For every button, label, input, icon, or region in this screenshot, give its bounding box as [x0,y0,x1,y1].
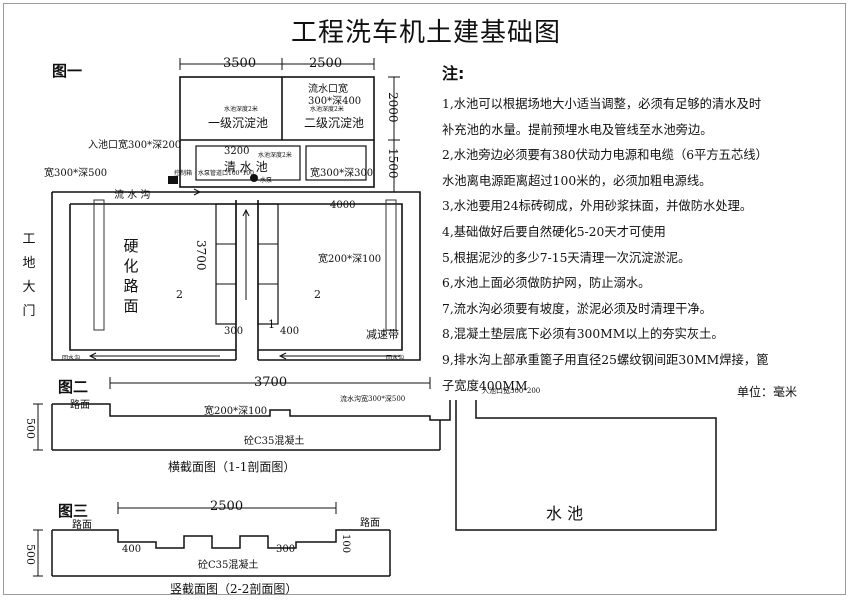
fig1-label: 图一 [52,62,83,80]
note-line-6: 4,基础做好后要自然硬化5-20天才可使用 [442,224,666,239]
note-line-1: 1,水池可以根据场地大小适当调整，必须有足够的清水及时 [442,97,762,111]
sheet-border [3,3,846,595]
fig1-dim-1500: 1500 [386,148,400,179]
hard-road-char-3: 路 [123,277,139,295]
fig3-dim-300: 300 [276,544,296,555]
site-gate-label: 工 地 大 门 [18,228,40,324]
notes-title: 注: [442,64,465,83]
gate-char-1: 工 [22,232,36,247]
fig3-road-left: 路面 [72,520,92,531]
section-2-right: 2 [314,288,321,301]
fig2-dim-500: 500 [24,418,37,439]
fig2-dim-3700: 3700 [254,375,288,390]
fig3-caption: 竖截面图（2-2剖面图） [170,582,298,596]
fig2-road-label: 路面 [70,400,90,411]
note-line-10: 8,混凝土垫层底下必须有300MM以上的夯实灰土。 [442,327,724,342]
ditch-label: 流 水 沟 [114,190,151,201]
note-line-4: 水池离电源距离超过100米的，必须加粗电源线。 [442,173,712,188]
section-2-left: 2 [176,288,183,301]
fig2-caption: 横截面图（1-1剖面图） [168,460,296,474]
fig3-dim-500: 500 [24,544,37,565]
clear-tank-depth: 水池深度2米 [258,152,292,159]
tank1-label: 一级沉淀池 [208,116,269,130]
return-ditch-right: 回水沟 [386,355,405,362]
hard-road-char-2: 化 [123,257,139,275]
section-1-marker: 1 [268,318,275,331]
fig3-concrete: 砼C35混凝土 [198,560,259,571]
gate-char-2: 地 [22,256,36,271]
pump-icon [250,174,258,182]
fig3-dim-2500: 2500 [210,499,244,514]
tank1-depth: 水池深度2米 [224,106,258,113]
fig3-dim-100: 100 [340,534,351,554]
speed-bump-label: 减速带 [366,328,399,341]
gate-char-3: 大 [22,280,36,295]
fig3-road-right: 路面 [360,518,380,529]
note-line-8: 6,水池上面必须做防护网，防止溺水。 [442,276,651,291]
tank2-depth: 水池深度2米 [310,106,344,113]
size-300x300: 宽300*深300 [310,168,374,179]
fig1-dim-300: 300 [224,326,244,337]
pipe-label: 水泵管道口100*100 [198,170,254,177]
fig2-label: 图二 [58,378,89,396]
outlet-size: 300*深400 [308,96,362,107]
fig1-dim-4000: 4000 [330,200,356,211]
inlet-label: 入池口宽300*深200 [88,140,182,151]
note-line-5: 3,水池要用24标砖砌成，外用砂浆抹面，并做防水处理。 [442,199,753,214]
note-line-12: 子宽度400MM [442,378,528,393]
gate-char-4: 门 [22,304,36,319]
size-300x500: 宽300*深500 [44,168,108,179]
fig2-concrete: 砼C35混凝土 [244,436,305,447]
pump-label: 水泵 [260,177,273,184]
fig1-dim-3500: 3500 [223,56,257,71]
tank2-label: 二级沉淀池 [304,116,365,130]
fig3-dim-400: 400 [122,544,142,555]
note-line-2: 补充池的水量。提前预埋水电及管线至水池旁边。 [442,122,713,137]
notes-panel: 注: 1,水池可以根据场地大小适当调整，必须有足够的清水及时 补充池的水量。提前… [442,60,842,399]
clear-tank-label: 清 水 池 [224,160,268,174]
unit-label: 单位：毫米 [737,385,798,399]
fig1-dim-2500: 2500 [309,56,343,71]
fig1-dim-3700: 3700 [194,240,208,271]
hard-road-char-4: 面 [123,297,139,315]
fig1-dim-400: 400 [280,326,300,337]
hard-road-label: 硬 化 路 面 [122,236,140,316]
control-box-label: 控制箱 [174,170,193,177]
fig3-label: 图三 [58,502,89,520]
size-200x100: 宽200*深100 [318,254,382,265]
fig2-inlet-size: 入池口宽300*200 [482,387,541,395]
fig1-dim-2000: 2000 [386,92,400,123]
note-line-3: 2,水池旁边必须要有380伏动力电源和电缆（6平方五芯线） [442,148,768,163]
fig2-ditch-size: 流水沟宽300*深500 [340,395,406,403]
fig1-dim-3200: 3200 [224,146,250,157]
note-line-11: 9,排水沟上部承重篦子用直径25螺纹钢间距30MM焊接，篦 [442,352,769,367]
return-ditch-left: 回水沟 [62,355,81,362]
control-box-icon [168,176,178,184]
hard-road-char-1: 硬 [123,237,139,255]
fig2-size-200x100: 宽200*深100 [204,406,268,417]
drawing-title: 工程洗车机土建基础图 [290,18,561,48]
pool-label: 水 池 [546,504,584,523]
outlet-label: 流水口宽 [308,84,348,95]
note-line-9: 7,流水沟必须要有坡度，淤泥必须及时清理干净。 [442,301,712,316]
note-line-7: 5,根据泥沙的多少7-15天清理一次沉淀淤泥。 [442,250,691,265]
